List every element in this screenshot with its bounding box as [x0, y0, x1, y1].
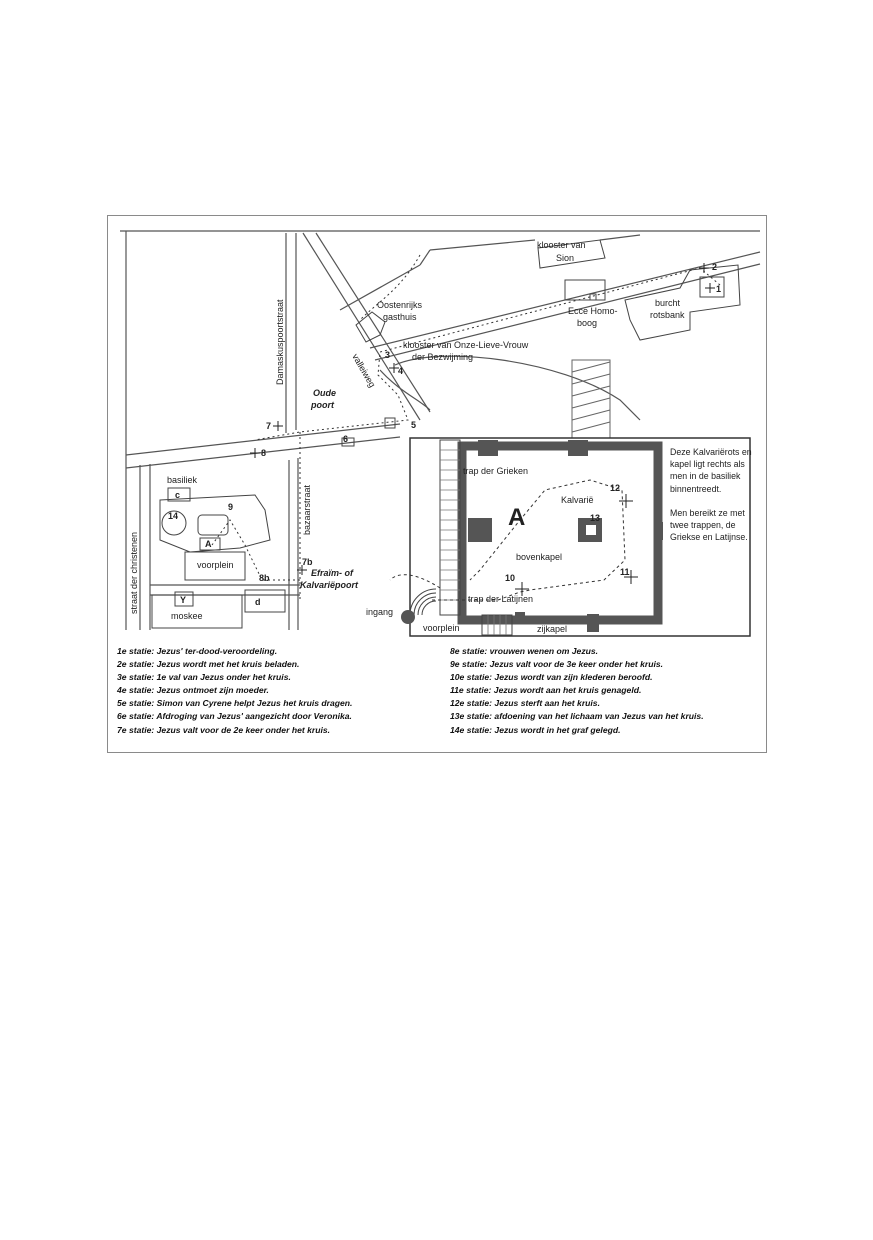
label-gasthuis-2: gasthuis: [383, 312, 417, 322]
inset-marker-a: A: [508, 504, 525, 531]
label-straat-der-christenen: straat der christenen: [129, 532, 139, 614]
legend-item: 8e statie: vrouwen wenen om Jezus.: [450, 646, 599, 656]
marker-station-1: 1: [716, 284, 721, 294]
street-lines: [120, 230, 761, 630]
label-efraim-1: Efraïm- of: [311, 568, 354, 578]
label-trap-grieken: trap der Grieken: [463, 466, 528, 476]
label-kalvarie: Kalvarië: [561, 495, 594, 505]
marker-y: Y: [180, 595, 186, 605]
label-ecce-homo-1: Ecce Homo-: [568, 306, 618, 316]
marker-station-13: 13: [590, 513, 600, 523]
label-gasthuis-1: Oostenrijks: [377, 300, 423, 310]
marker-station-7: 7: [266, 421, 271, 431]
marker-c: c: [175, 490, 180, 500]
label-bezwijming-2: der Bezwijming: [412, 352, 473, 362]
marker-station-11: 11: [620, 567, 630, 577]
marker-station-8: 8: [261, 448, 266, 458]
label-ecce-homo-2: boog: [577, 318, 597, 328]
marker-station-5: 5: [411, 420, 416, 430]
label-valleiweg: valleiweg: [350, 352, 377, 389]
label-ingang: ingang: [366, 607, 393, 617]
label-moskee: moskee: [171, 611, 203, 621]
station-crosses: [250, 263, 715, 575]
hatched-area: [571, 359, 611, 441]
legend-item: 1e statie: Jezus' ter-dood-veroordeling.: [117, 646, 278, 656]
note-paragraph-1: Deze Kalvariërots en kapel ligt rechts a…: [670, 447, 752, 494]
label-oude-poort-1: Oude: [313, 388, 336, 398]
marker-station-6: 6: [343, 434, 348, 444]
note-paragraph-2: Men bereikt ze met twee trappen, de Grie…: [670, 507, 748, 543]
marker-station-3: 3: [385, 350, 390, 360]
marker-a: A: [205, 539, 212, 549]
label-burcht-1: burcht: [655, 298, 681, 308]
legend-item: 10e statie: Jezus wordt van zijn kledere…: [450, 672, 653, 683]
legend-item: 7e statie: Jezus valt voor de 2e keer on…: [117, 724, 331, 735]
legend-item: 9e statie: Jezus valt voor de 3e keer on…: [450, 659, 664, 670]
label-zijkapel: zijkapel: [537, 624, 567, 634]
marker-d: d: [255, 597, 261, 607]
marker-station-8b: 8b: [259, 573, 270, 583]
label-bovenkapel: bovenkapel: [516, 552, 562, 562]
label-bezwijming-1: klooster van Onze-Lieve-Vrouw: [403, 340, 529, 350]
legend-right: 8e statie: vrouwen wenen om Jezus. 9e st…: [450, 645, 704, 737]
marker-station-2: 2: [712, 262, 717, 272]
route-line: [211, 254, 721, 600]
legend-item: 3e statie: 1e val van Jezus onder het kr…: [117, 672, 291, 683]
inset-note: Deze Kalvariërots en kapel ligt rechts a…: [670, 446, 756, 555]
label-trap-latijnen: trap der Latijnen: [468, 594, 533, 604]
label-inset-voorplein: voorplein: [423, 623, 460, 633]
legend-item: 12e statie: Jezus sterft aan het kruis.: [450, 698, 600, 709]
label-oude-poort-2: poort: [310, 400, 335, 410]
legend-left: 1e statie: Jezus' ter-dood-veroordeling.…: [117, 645, 352, 737]
label-efraim-2: Kalvariëpoort: [300, 580, 359, 590]
legend-item: 5e statie: Simon van Cyrene helpt Jezus …: [117, 698, 353, 709]
label-bazaarstraat: bazaarstraat: [302, 484, 312, 535]
legend-item: 6e statie: Afdroging van Jezus' aangezic…: [117, 711, 352, 722]
label-klooster-sion-1: klooster van: [537, 240, 586, 250]
label-klooster-sion-2: Sion: [556, 253, 574, 263]
legend-item: 13e statie: afdoening van het lichaam va…: [450, 711, 704, 722]
marker-station-4: 4: [398, 366, 403, 376]
legend-item: 2e statie: Jezus wordt met het kruis bel…: [117, 659, 300, 670]
marker-station-9: 9: [228, 502, 233, 512]
inset-calvary: [389, 437, 751, 637]
label-damaskuspoortstraat: Damaskuspoortstraat: [275, 299, 285, 385]
label-basiliek: basiliek: [167, 475, 198, 485]
label-burcht-2: rotsbank: [650, 310, 685, 320]
legend-item: 4e statie: Jezus ontmoet zijn moeder.: [117, 685, 269, 696]
marker-station-14: 14: [168, 511, 178, 521]
marker-station-12: 12: [610, 483, 620, 493]
legend-item: 14e statie: Jezus wordt in het graf gele…: [450, 724, 621, 735]
marker-station-7b: 7b: [302, 557, 313, 567]
legend-item: 11e statie: Jezus wordt aan het kruis ge…: [450, 685, 642, 696]
marker-station-10: 10: [505, 573, 515, 583]
buildings: [151, 239, 741, 629]
label-voorplein: voorplein: [197, 560, 234, 570]
